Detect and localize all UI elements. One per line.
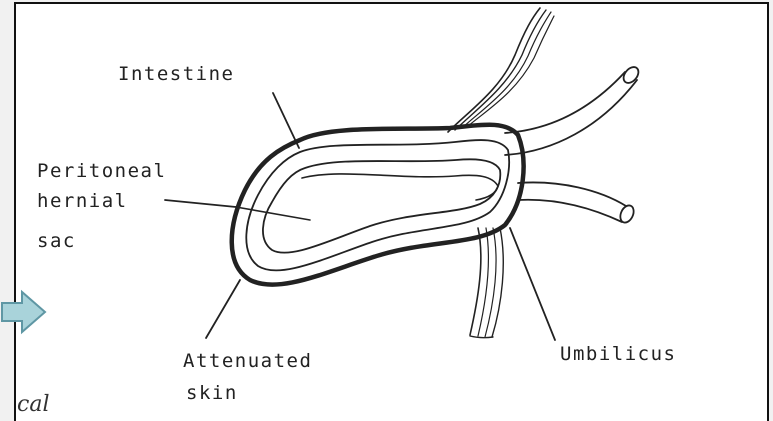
label-sac: sac: [37, 230, 76, 253]
upper-tube-end: [621, 64, 642, 86]
leader-umbilicus: [510, 228, 555, 340]
leader-hernial-sac: [165, 200, 236, 207]
label-attenuated: Attenuated: [183, 350, 312, 373]
label-umbilicus: Umbilicus: [560, 343, 676, 366]
upper-tube: [505, 72, 625, 133]
cropped-text-fragment: cal: [17, 392, 49, 417]
label-skin: skin: [186, 382, 238, 405]
label-hernial: hernial: [37, 190, 128, 213]
leader-attenuated-skin: [206, 280, 240, 338]
lower-tube: [518, 182, 626, 206]
right-arrow-icon[interactable]: [0, 287, 50, 337]
label-peritoneal: Peritoneal: [37, 160, 166, 183]
label-intestine: Intestine: [118, 63, 234, 86]
leader-intestine: [273, 93, 299, 148]
intestine-layer-3: [302, 174, 498, 200]
lower-cord-strands: [470, 228, 481, 335]
